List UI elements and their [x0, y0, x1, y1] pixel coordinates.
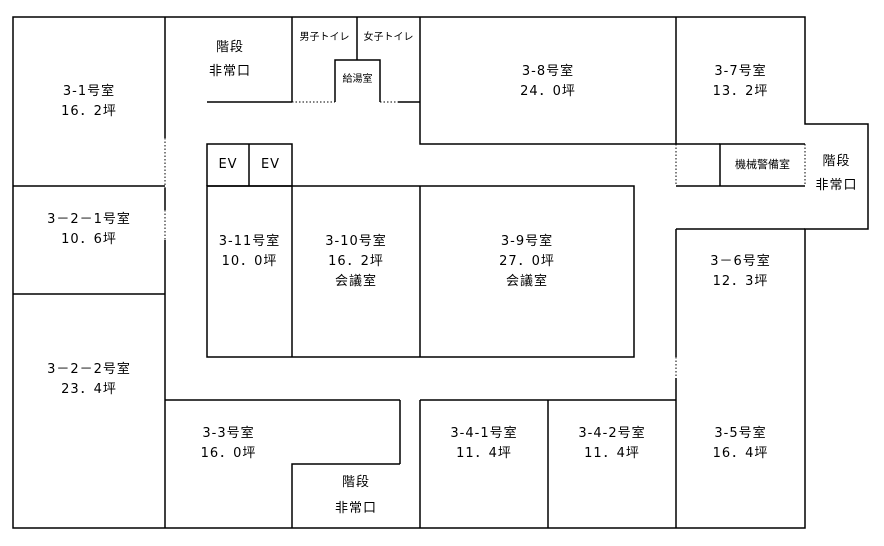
- mens-toilet: 男子トイレ: [292, 32, 357, 44]
- room-3-4-1: 3-4-1号室 11．4坪: [420, 424, 548, 464]
- room-name: 3-7号室: [714, 64, 767, 79]
- womens-toilet: 女子トイレ: [357, 32, 420, 44]
- room-name: 3-4-2号室: [578, 426, 646, 441]
- room-area: 13．2坪: [712, 84, 769, 99]
- room-use: 会議室: [334, 274, 377, 289]
- mens-toilet-label: 男子トイレ: [299, 32, 350, 43]
- stairs-label: 階段: [215, 40, 244, 55]
- kitchenette-label: 給湯室: [342, 74, 373, 85]
- elevator-2: EV: [249, 155, 292, 175]
- room-area: 10．6坪: [61, 232, 117, 247]
- walls: [12, 16, 869, 529]
- room-3-2-1: 3－2－1号室 10．6坪: [13, 210, 165, 250]
- elevator-label: EV: [218, 157, 238, 172]
- room-3-11: 3-11号室 10．0坪: [207, 232, 292, 272]
- room-name: 3－2－2号室: [47, 362, 131, 377]
- room-area: 27．0坪: [499, 254, 555, 269]
- room-3-5: 3-5号室 16．4坪: [676, 424, 805, 464]
- room-3-7: 3-7号室 13．2坪: [676, 62, 805, 102]
- room-name: 3－6号室: [710, 254, 771, 269]
- elevator-1: EV: [207, 155, 249, 175]
- kitchenette: 給湯室: [335, 74, 380, 86]
- room-name: 3－2－1号室: [47, 212, 131, 227]
- room-3-3: 3-3号室 16．0坪: [165, 424, 292, 464]
- elevator-label: EV: [260, 157, 281, 172]
- room-area: 11．4坪: [456, 446, 512, 461]
- emergency-exit-label: 非常口: [815, 178, 858, 193]
- room-use: 会議室: [505, 274, 548, 289]
- room-name: 3-9号室: [500, 234, 554, 249]
- room-name: 3-5号室: [714, 426, 767, 441]
- stairs-top: 階段 非常口: [195, 36, 265, 84]
- room-3-8-wall: [419, 17, 676, 145]
- room-area: 10．0坪: [221, 254, 278, 269]
- room-name: 3-8号室: [521, 64, 575, 79]
- room-3-4-2: 3-4-2号室 11．4坪: [548, 424, 676, 464]
- emergency-exit-label: 非常口: [334, 501, 377, 516]
- room-area: 12．3坪: [712, 274, 769, 289]
- room-3-10: 3-10号室 16．2坪 会議室: [292, 232, 420, 292]
- womens-toilet-label: 女子トイレ: [363, 32, 414, 43]
- room-area: 23．4坪: [61, 382, 117, 397]
- kitchenette-wall: [334, 59, 381, 102]
- stairs-label: 階段: [822, 154, 851, 169]
- room-area: 16．4坪: [712, 446, 769, 461]
- room-3-1: 3-1号室 16．2坪: [13, 82, 165, 122]
- room-area: 16．0坪: [200, 446, 257, 461]
- emergency-exit-label: 非常口: [208, 64, 251, 79]
- room-3-2-2: 3－2－2号室 23．4坪: [13, 360, 165, 400]
- room-3-6: 3－6号室 12．3坪: [676, 252, 805, 292]
- doors: [164, 101, 806, 401]
- room-area: 24．0坪: [520, 84, 576, 99]
- room-name: 3-3号室: [202, 426, 255, 441]
- machine-security-room: 機械警備室: [720, 158, 805, 172]
- room-name: 3-10号室: [325, 234, 387, 249]
- room-area: 11．4坪: [584, 446, 640, 461]
- room-name: 3-4-1号室: [450, 426, 518, 441]
- room-name: 3-11号室: [218, 234, 281, 249]
- room-3-9: 3-9号室 27．0坪 会議室: [420, 232, 634, 292]
- stairs-bottom: 階段 非常口: [292, 470, 420, 522]
- stairs-right: 階段 非常口: [805, 150, 868, 198]
- room-name: 3-1号室: [62, 84, 116, 99]
- room-3-8: 3-8号室 24．0坪: [420, 62, 676, 102]
- stairs-label: 階段: [341, 475, 370, 490]
- machine-room-wall: [719, 143, 805, 186]
- room-area: 16．2坪: [328, 254, 384, 269]
- machine-security-room-label: 機械警備室: [735, 158, 790, 171]
- room-area: 16．2坪: [61, 104, 117, 119]
- outer-wall: [12, 16, 869, 529]
- bottom-stair-wall: [291, 463, 400, 528]
